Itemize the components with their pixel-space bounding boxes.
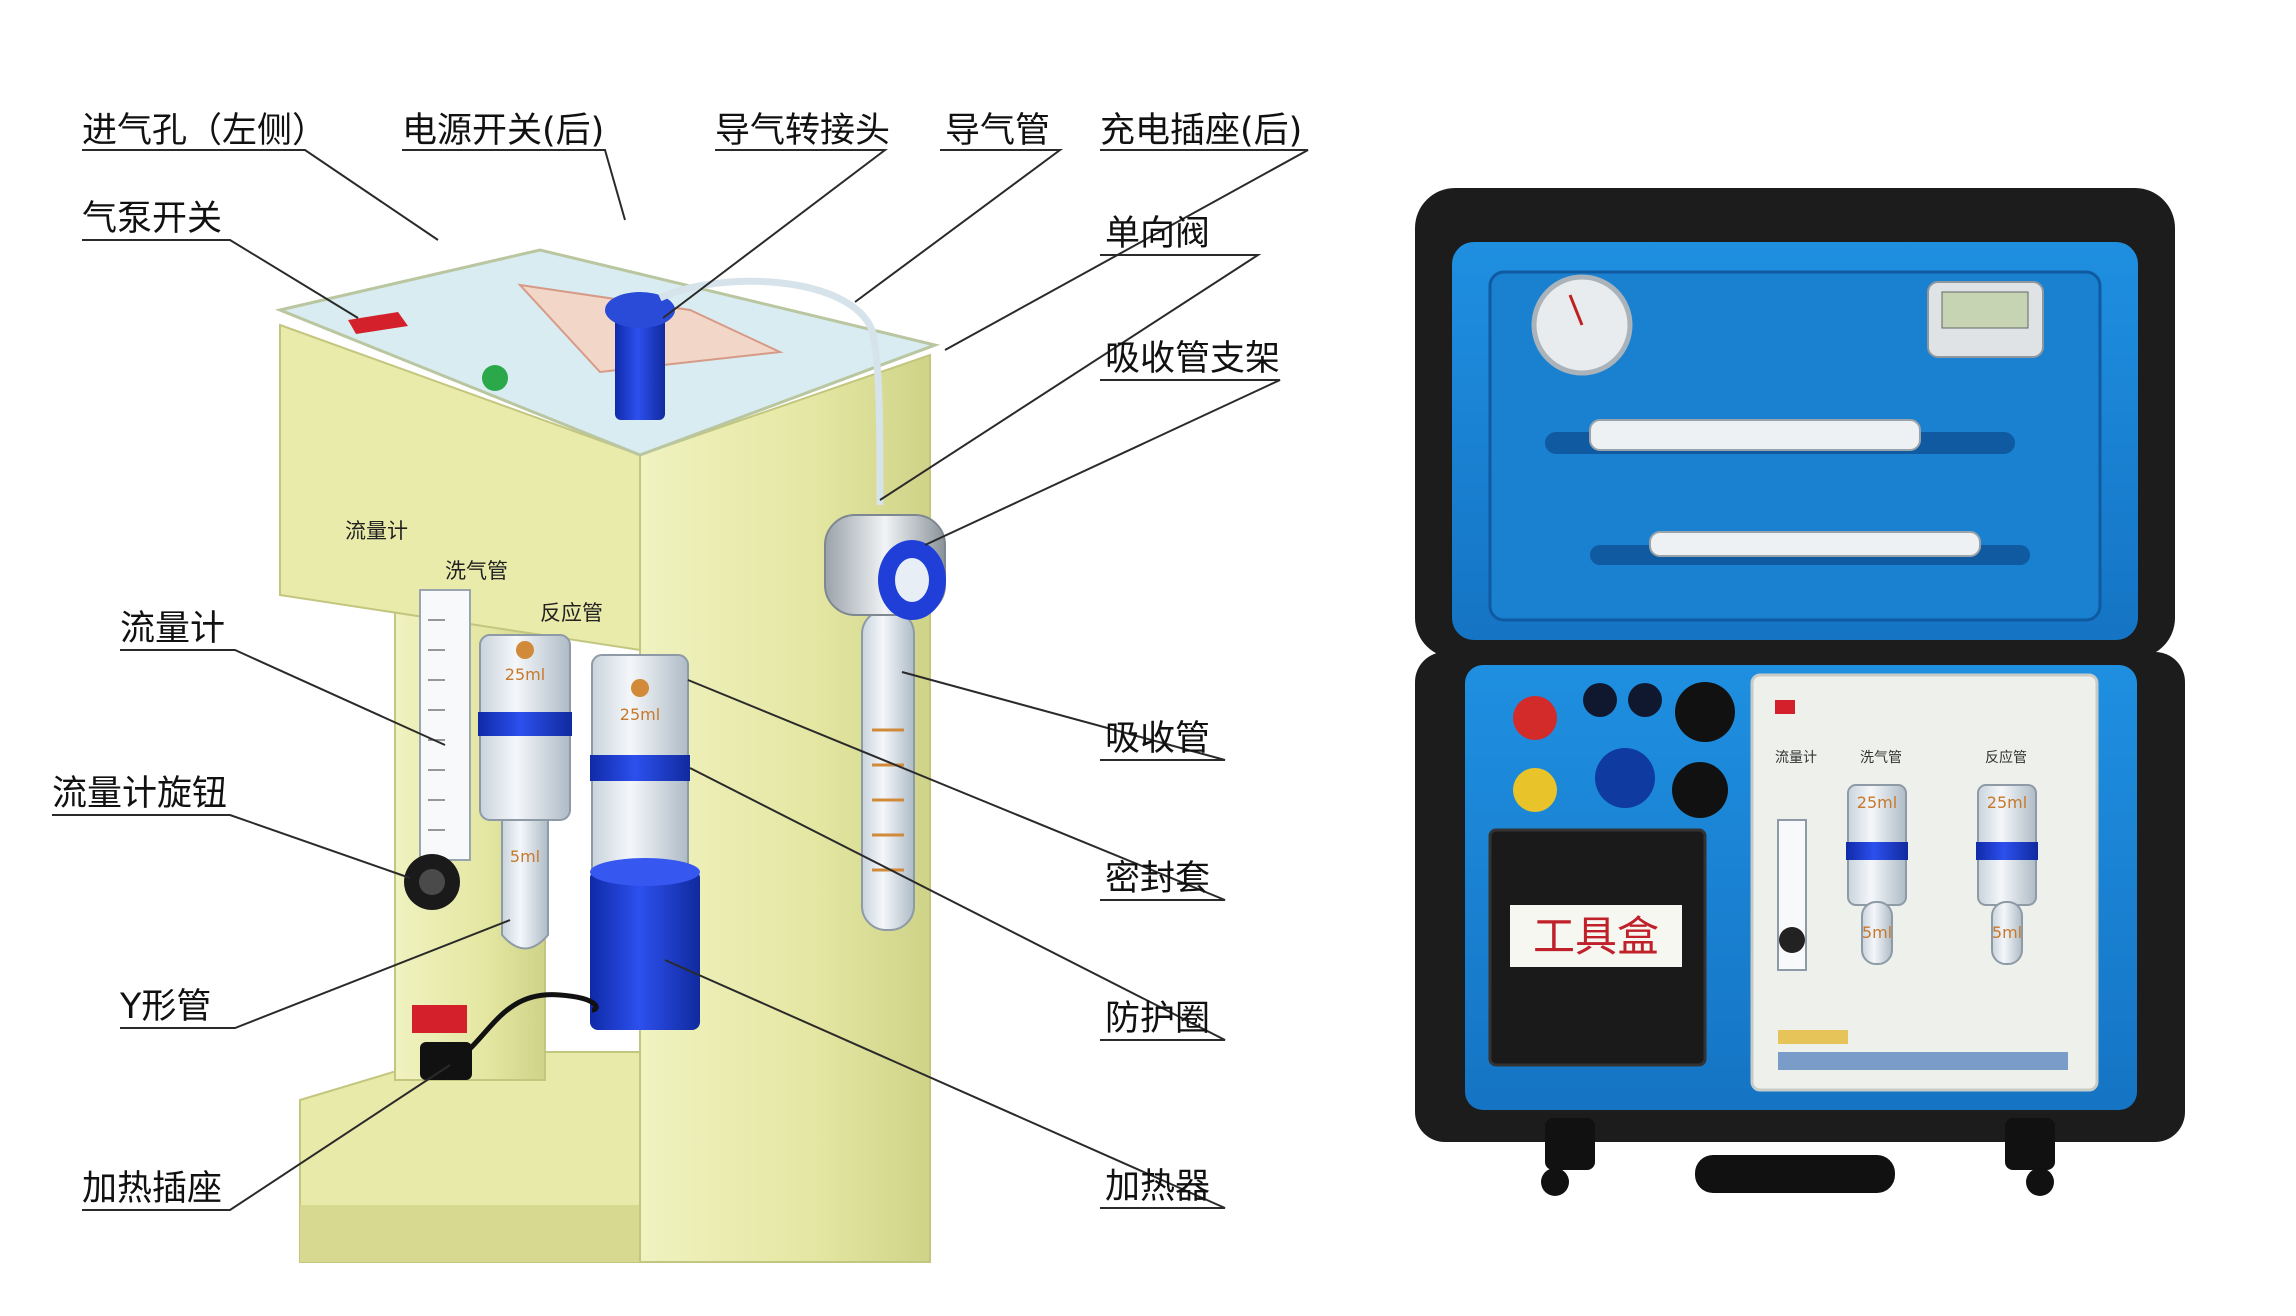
gas-adapter-body xyxy=(615,310,665,420)
label-flowmeter: 流量计 xyxy=(120,609,225,649)
check-valve-center xyxy=(895,558,929,602)
label-pump-switch: 气泵开关 xyxy=(82,199,222,239)
wash-tube-mark xyxy=(516,641,534,659)
case-instrument-plate xyxy=(1778,1030,1848,1044)
case-flowmeter-knob xyxy=(1779,927,1805,953)
case-wash-volume-25: 25ml xyxy=(1857,793,1897,812)
case-handle xyxy=(1695,1155,1895,1193)
cap-1 xyxy=(1583,683,1617,717)
leader-heater xyxy=(664,959,1226,1209)
flowmeter-scale xyxy=(428,619,445,831)
label-seal-sleeve: 密封套 xyxy=(1105,859,1210,899)
label-tube-holder: 吸收管支架 xyxy=(1105,339,1280,379)
brand-logo-icon xyxy=(482,365,508,391)
label-heater: 加热器 xyxy=(1105,1167,1210,1207)
gauge-needle xyxy=(1568,294,1584,326)
leader-check-valve xyxy=(879,254,1262,501)
leader-seal-sleeve xyxy=(687,679,1226,901)
leader-gas-adapter xyxy=(662,149,888,319)
carry-case: 工具盒 流量计 洗气管 反应管 25ml 5ml 25ml 5ml xyxy=(1415,188,2185,1196)
heater-power-label xyxy=(412,1005,467,1033)
case-label-flowmeter: 流量计 xyxy=(1775,750,1817,766)
leader-y-tube xyxy=(120,919,511,1029)
label-heater-socket: 加热插座 xyxy=(82,1169,222,1209)
heater xyxy=(590,870,700,1030)
wash-tube-volume-5: 5ml xyxy=(510,847,540,866)
leader-gas-tube xyxy=(854,149,1064,303)
heater-cable xyxy=(448,992,599,1068)
flowmeter-body xyxy=(419,589,471,861)
leader-power-switch xyxy=(402,149,626,221)
pipette-2 xyxy=(1649,531,1981,557)
label-air-inlet: 进气孔（左侧） xyxy=(82,111,327,151)
gas-tube xyxy=(658,277,884,506)
absorption-tube-marks xyxy=(872,728,904,872)
case-foot-right xyxy=(2026,1168,2054,1196)
cap-5 xyxy=(1672,762,1728,818)
case-latch-left xyxy=(1545,1118,1595,1170)
device-label-flowmeter: 流量计 xyxy=(345,519,408,543)
leader-air-inlet xyxy=(82,149,439,241)
heater-socket xyxy=(420,1042,472,1080)
wash-tube-volume-25: 25ml xyxy=(505,665,545,684)
device-illustration: 25ml 5ml 25ml 流量计 洗气管 反应管 xyxy=(275,248,946,1263)
reaction-tube-band xyxy=(590,755,690,781)
case-reaction-volume-5: 5ml xyxy=(1992,923,2022,942)
leader-tube-holder xyxy=(924,379,1281,546)
bottle-red xyxy=(1513,696,1557,740)
leader-heater-socket xyxy=(82,1064,451,1211)
callout-labels: 进气孔（左侧） 电源开关(后) 导气转接头 导气管 充电插座(后) 气泵开关 单… xyxy=(52,111,1302,1209)
leader-absorption-tube xyxy=(901,671,1226,761)
leader-charge-socket xyxy=(944,149,1309,351)
reaction-tube-mark xyxy=(631,679,649,697)
wash-tube-band xyxy=(478,712,572,736)
flowmeter-knob-center xyxy=(419,869,445,895)
cap-4 xyxy=(1595,748,1655,808)
leader-flowmeter xyxy=(120,649,446,746)
case-label-reaction-tube: 反应管 xyxy=(1985,749,2027,766)
label-gas-tube: 导气管 xyxy=(945,111,1050,151)
power-switch-indicator xyxy=(348,312,408,334)
case-wash-tube-bottom xyxy=(1861,901,1893,965)
label-charge-socket: 充电插座(后) xyxy=(1100,111,1302,151)
label-absorption-tube: 吸收管 xyxy=(1105,719,1210,759)
cap-3 xyxy=(1675,682,1735,742)
reaction-tube-volume-25: 25ml xyxy=(620,705,660,724)
case-reaction-tube-bottom xyxy=(1991,901,2023,965)
leader-guard-ring xyxy=(689,767,1226,1041)
label-check-valve: 单向阀 xyxy=(1105,214,1210,254)
label-power-switch: 电源开关(后) xyxy=(402,111,604,151)
case-foot-left xyxy=(1541,1168,1569,1196)
case-instrument xyxy=(1750,673,2099,1092)
case-reaction-volume-25: 25ml xyxy=(1987,793,2027,812)
leader-lines xyxy=(52,149,1309,1211)
label-flowmeter-knob: 流量计旋钮 xyxy=(52,774,227,814)
y-tube xyxy=(501,819,549,950)
case-wash-tube-band xyxy=(1846,842,1908,860)
toolbox-label: 工具盒 xyxy=(1533,912,1659,961)
bottle-yellow xyxy=(1513,768,1557,812)
label-guard-ring: 防护圈 xyxy=(1105,999,1210,1039)
device-label-reaction-tube: 反应管 xyxy=(540,601,603,625)
label-gas-adapter: 导气转接头 xyxy=(715,111,890,151)
leader-flowmeter-knob xyxy=(52,814,411,879)
heater-top xyxy=(590,858,700,886)
case-instrument-footer xyxy=(1778,1052,2068,1070)
case-wash-volume-5: 5ml xyxy=(1862,923,1892,942)
leader-pump-switch xyxy=(82,239,359,319)
case-label-wash-tube: 洗气管 xyxy=(1860,750,1902,766)
pipette-1 xyxy=(1589,419,1921,451)
case-reaction-tube-band xyxy=(1976,842,2038,860)
device-front-housing xyxy=(279,323,641,652)
cap-2 xyxy=(1628,683,1662,717)
timer-display xyxy=(1941,291,2029,329)
case-latch-right xyxy=(2005,1118,2055,1170)
label-y-tube: Y形管 xyxy=(119,987,211,1027)
case-instrument-switch xyxy=(1775,700,1795,714)
device-label-wash-tube: 洗气管 xyxy=(445,559,508,583)
toolbox-label-card xyxy=(1510,905,1682,967)
gas-adapter-cap xyxy=(605,292,675,328)
